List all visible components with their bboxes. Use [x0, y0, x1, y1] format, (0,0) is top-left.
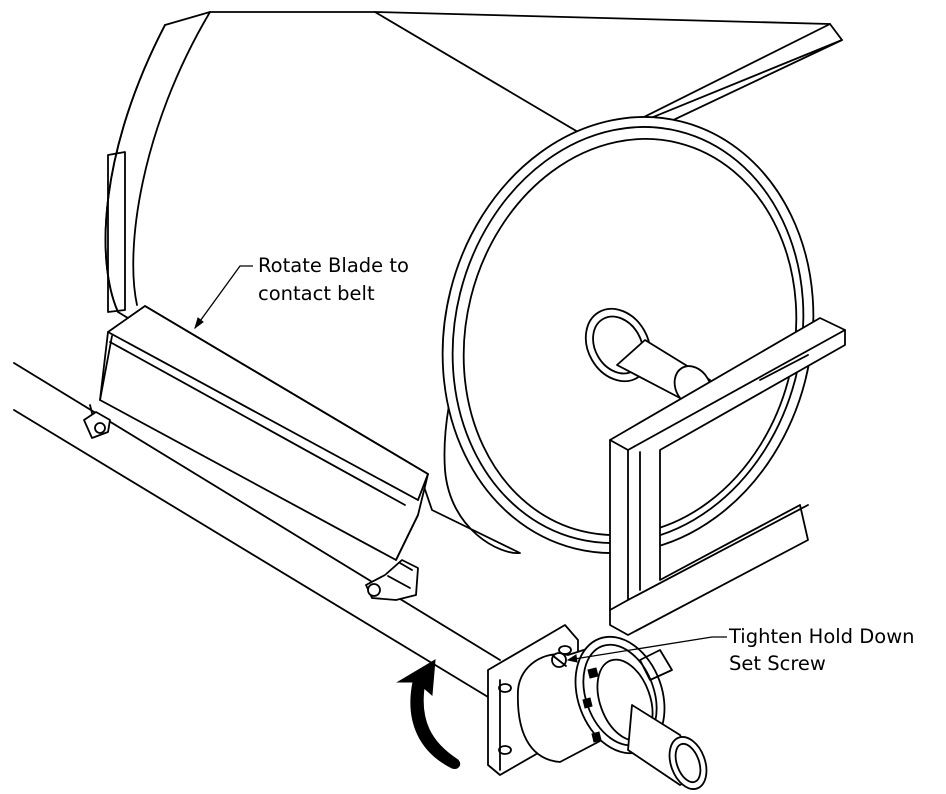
- blade-clamp-right: [365, 559, 419, 601]
- callout-set-screw-line1: Tighten Hold Down: [728, 625, 915, 648]
- callout-rotate-blade-line1: Rotate Blade to: [258, 254, 409, 277]
- callout-leader-set-screw: [566, 636, 727, 663]
- callout-leader-rotate-blade: [194, 265, 253, 330]
- rotate-direction-arrow-icon: [396, 659, 461, 769]
- cleaner-blade: [89, 305, 429, 561]
- blade-clamp-left: [83, 411, 111, 439]
- callout-rotate-blade-line2: contact belt: [258, 282, 375, 305]
- frame-channel: [609, 317, 846, 636]
- tensioner-shaft: [627, 704, 708, 790]
- callout-set-screw-line2: Set Screw: [729, 652, 826, 675]
